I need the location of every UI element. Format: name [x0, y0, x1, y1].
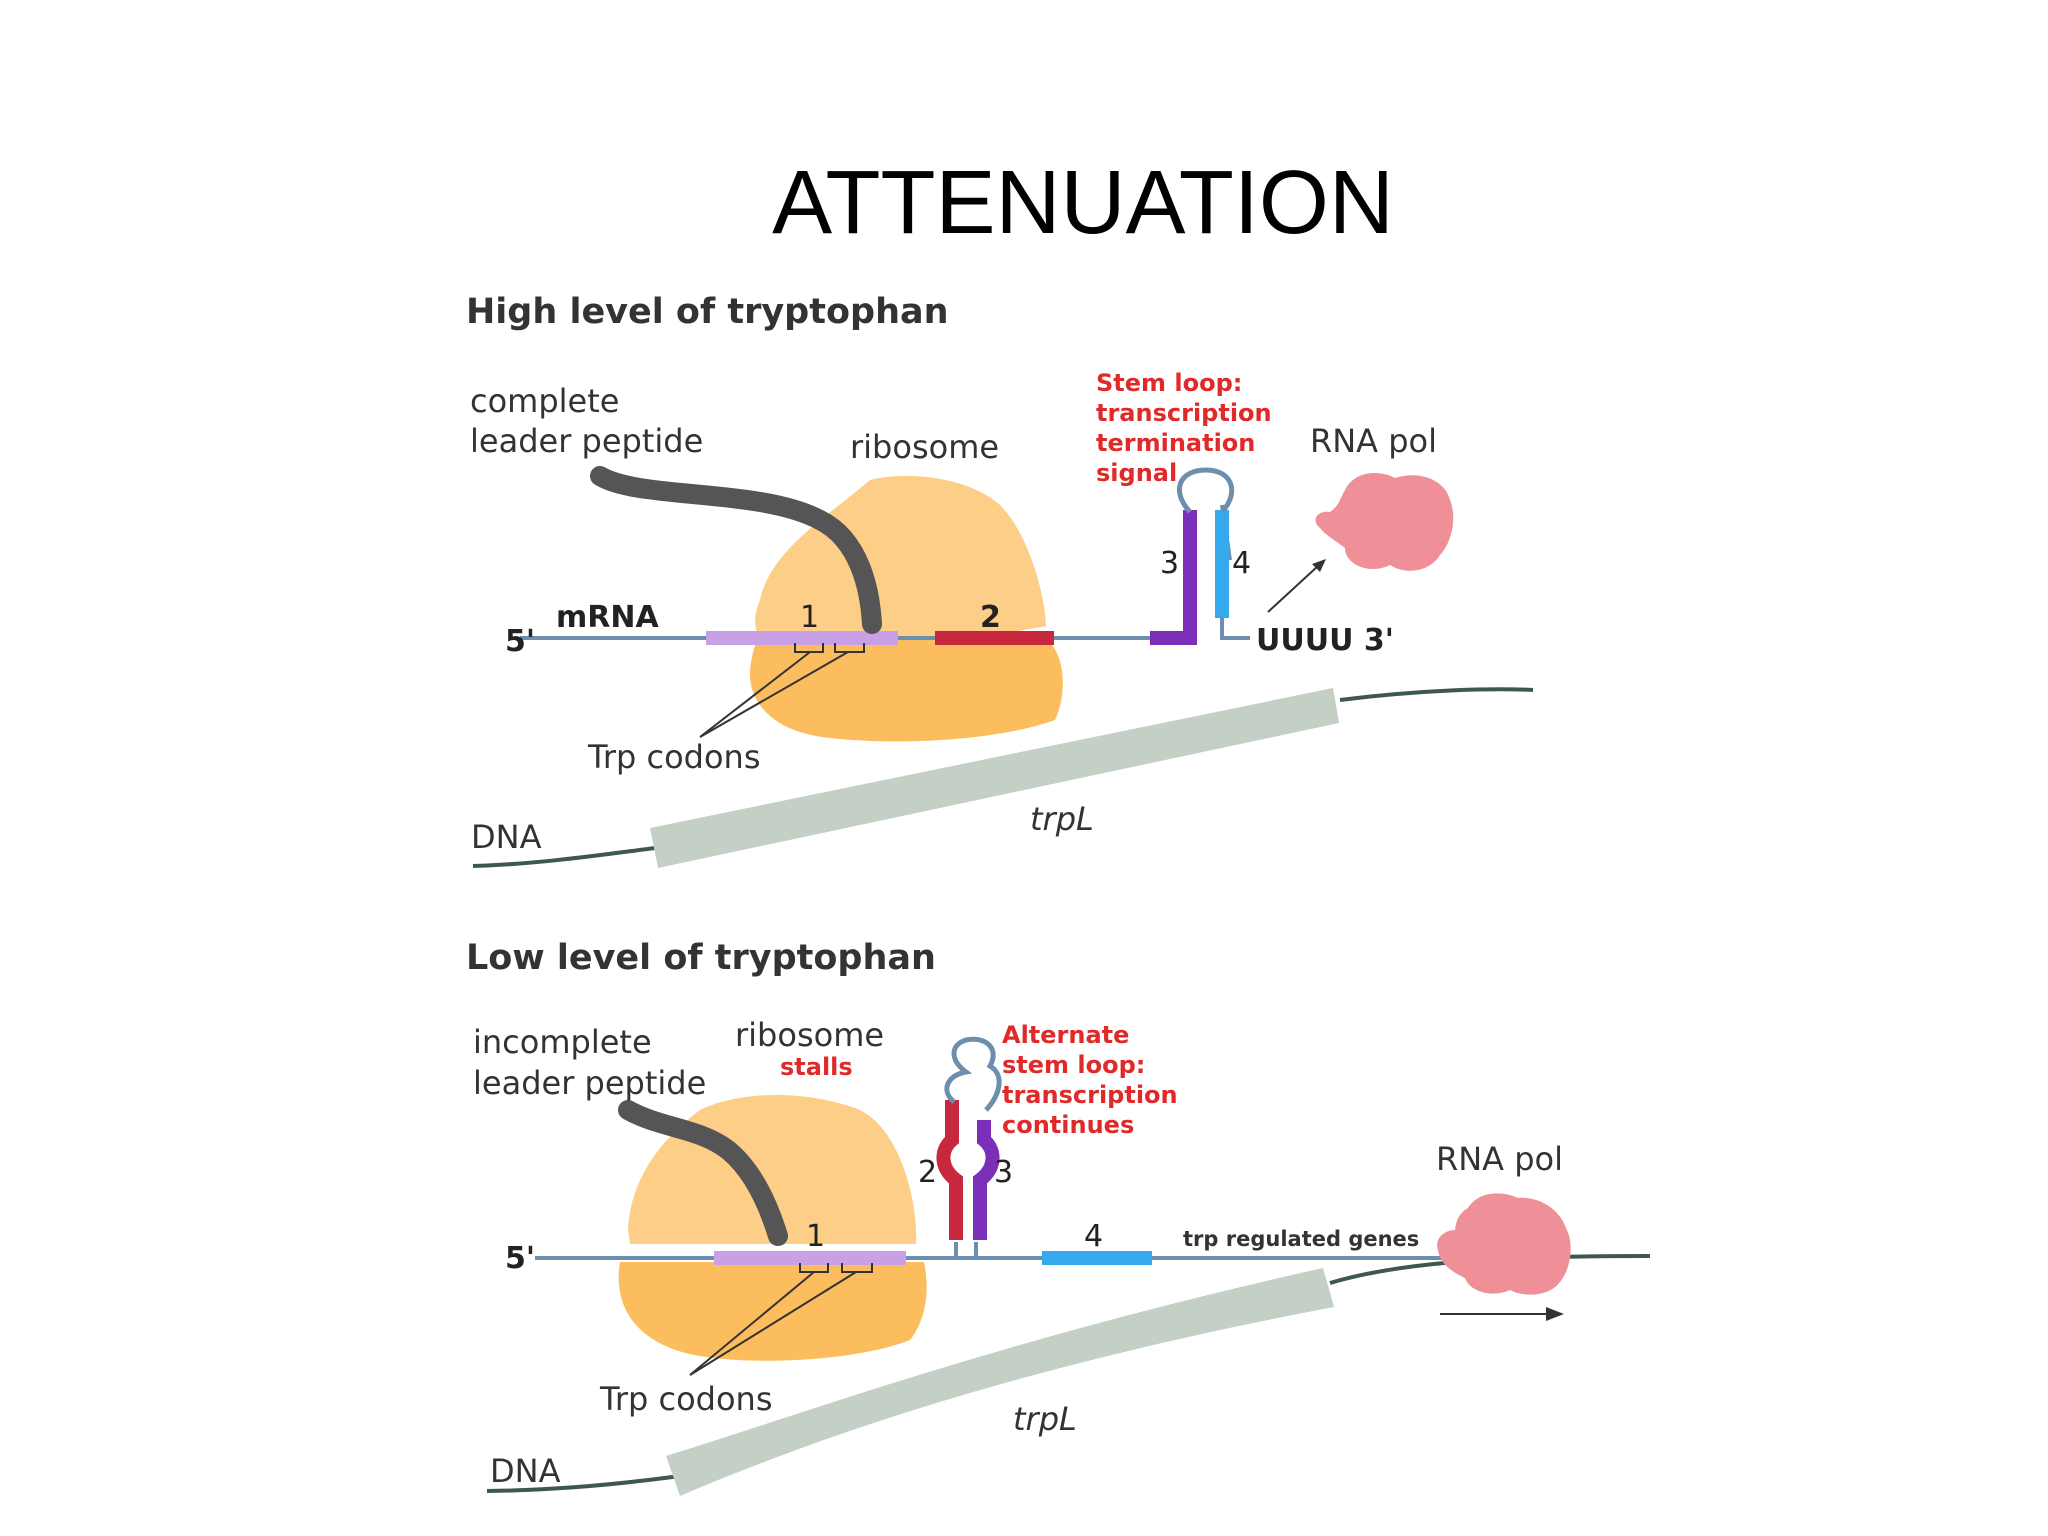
high-release-arrow: [1267, 565, 1319, 613]
low-gene-label: trpL: [1013, 1400, 1077, 1438]
low-region-3-stem: [973, 1120, 1000, 1240]
low-mrna-into-stem: [906, 1242, 1000, 1260]
high-stem-label-line-2: transcription: [1096, 399, 1272, 427]
low-ribosome-label: ribosome: [735, 1016, 884, 1054]
low-region-1-label: 1: [806, 1219, 825, 1254]
high-leader-peptide: [590, 466, 882, 634]
low-region-4-label: 4: [1084, 1219, 1103, 1254]
low-peptide-label-line-2: leader peptide: [473, 1064, 706, 1102]
high-peptide-label-line-2: leader peptide: [470, 422, 703, 460]
high-region-3-label: 3: [1160, 546, 1179, 581]
high-peptide-label: complete leader peptide: [470, 382, 703, 460]
high-region-4-label: 4: [1232, 546, 1251, 581]
low-stem-label-line-4: continues: [1002, 1111, 1134, 1139]
high-region-3-stem: [1150, 510, 1197, 645]
high-tryptophan-panel: High level of tryptophan DNA trpL riboso…: [466, 292, 1534, 868]
low-rna-pol-blob: [1437, 1193, 1571, 1295]
low-region-3-label: 3: [994, 1155, 1013, 1190]
high-ribosome-label: ribosome: [850, 428, 999, 466]
high-trp-codons-label: Trp codons: [587, 738, 761, 776]
low-stem-label: Alternate stem loop: transcription conti…: [1002, 1021, 1186, 1139]
low-peptide-label-line-1: incomplete: [473, 1023, 652, 1061]
high-region-2-label: 2: [980, 600, 1001, 635]
low-dna-label: DNA: [490, 1452, 561, 1490]
high-trp-codon-pointer-2: [699, 651, 849, 738]
low-ribosome-small-subunit: [618, 1262, 927, 1361]
high-ribosome-small-subunit: [749, 640, 1063, 742]
high-dna-strand: [472, 687, 1534, 868]
low-trp-codon-bracket-2: [841, 1263, 873, 1273]
high-region-1-label: 1: [800, 600, 819, 635]
high-heading: High level of tryptophan: [466, 292, 949, 332]
high-peptide-label-line-1: complete: [470, 382, 619, 420]
low-stem-label-line-1: Alternate: [1002, 1021, 1129, 1049]
slide-title: ATTENUATION: [772, 153, 1394, 253]
high-release-arrowhead: [1312, 559, 1326, 572]
high-trpl-gene-bar: [650, 688, 1339, 868]
low-region-2-label: 2: [918, 1155, 937, 1190]
high-rna-pol-label: RNA pol: [1310, 422, 1437, 460]
low-direction-arrowhead: [1546, 1307, 1564, 1321]
low-regulated-genes-label: trp regulated genes: [1183, 1227, 1419, 1251]
low-region-2-stem: [936, 1100, 963, 1240]
low-stem-label-line-3: transcription: [1002, 1081, 1178, 1109]
low-peptide-label: incomplete leader peptide: [473, 1023, 706, 1102]
high-mrna-after-stem: [1220, 618, 1250, 640]
high-mrna-label: mRNA: [556, 600, 659, 635]
low-stalls-label: stalls: [780, 1053, 853, 1081]
high-ribosome-large-subunit: [755, 475, 1046, 640]
high-dna-label: DNA: [471, 818, 542, 856]
low-trpl-gene-bar: [666, 1268, 1334, 1496]
high-rna-pol-blob: [1315, 473, 1454, 571]
low-trp-codons-label: Trp codons: [599, 1380, 773, 1418]
low-heading: Low level of tryptophan: [466, 938, 936, 978]
low-trp-codon-pointer-2: [689, 1271, 857, 1376]
high-stem-label-line-3: termination: [1096, 429, 1255, 457]
high-stem-label: Stem loop: transcription termination sig…: [1096, 369, 1280, 487]
low-rna-pol-label: RNA pol: [1436, 1140, 1563, 1178]
high-stem-label-line-1: Stem loop:: [1096, 369, 1242, 397]
high-five-prime-label: 5': [505, 624, 535, 659]
low-tryptophan-panel: Low level of tryptophan DNA trpL ribosom…: [466, 938, 1651, 1496]
low-five-prime-label: 5': [505, 1241, 535, 1276]
high-stem-label-line-4: signal: [1096, 459, 1177, 487]
low-stem-label-line-2: stem loop:: [1002, 1051, 1145, 1079]
low-stem-loop: [944, 1036, 1002, 1112]
high-uuuu-label: UUUU 3': [1256, 623, 1394, 658]
high-trp-codon-pointer-1: [699, 651, 811, 738]
high-gene-label: trpL: [1030, 800, 1094, 838]
low-trp-codon-pointer-1: [689, 1271, 815, 1376]
low-leader-peptide: [618, 1100, 788, 1246]
high-stem-loop: [1176, 467, 1235, 514]
high-trp-codon-bracket-2: [834, 643, 865, 653]
